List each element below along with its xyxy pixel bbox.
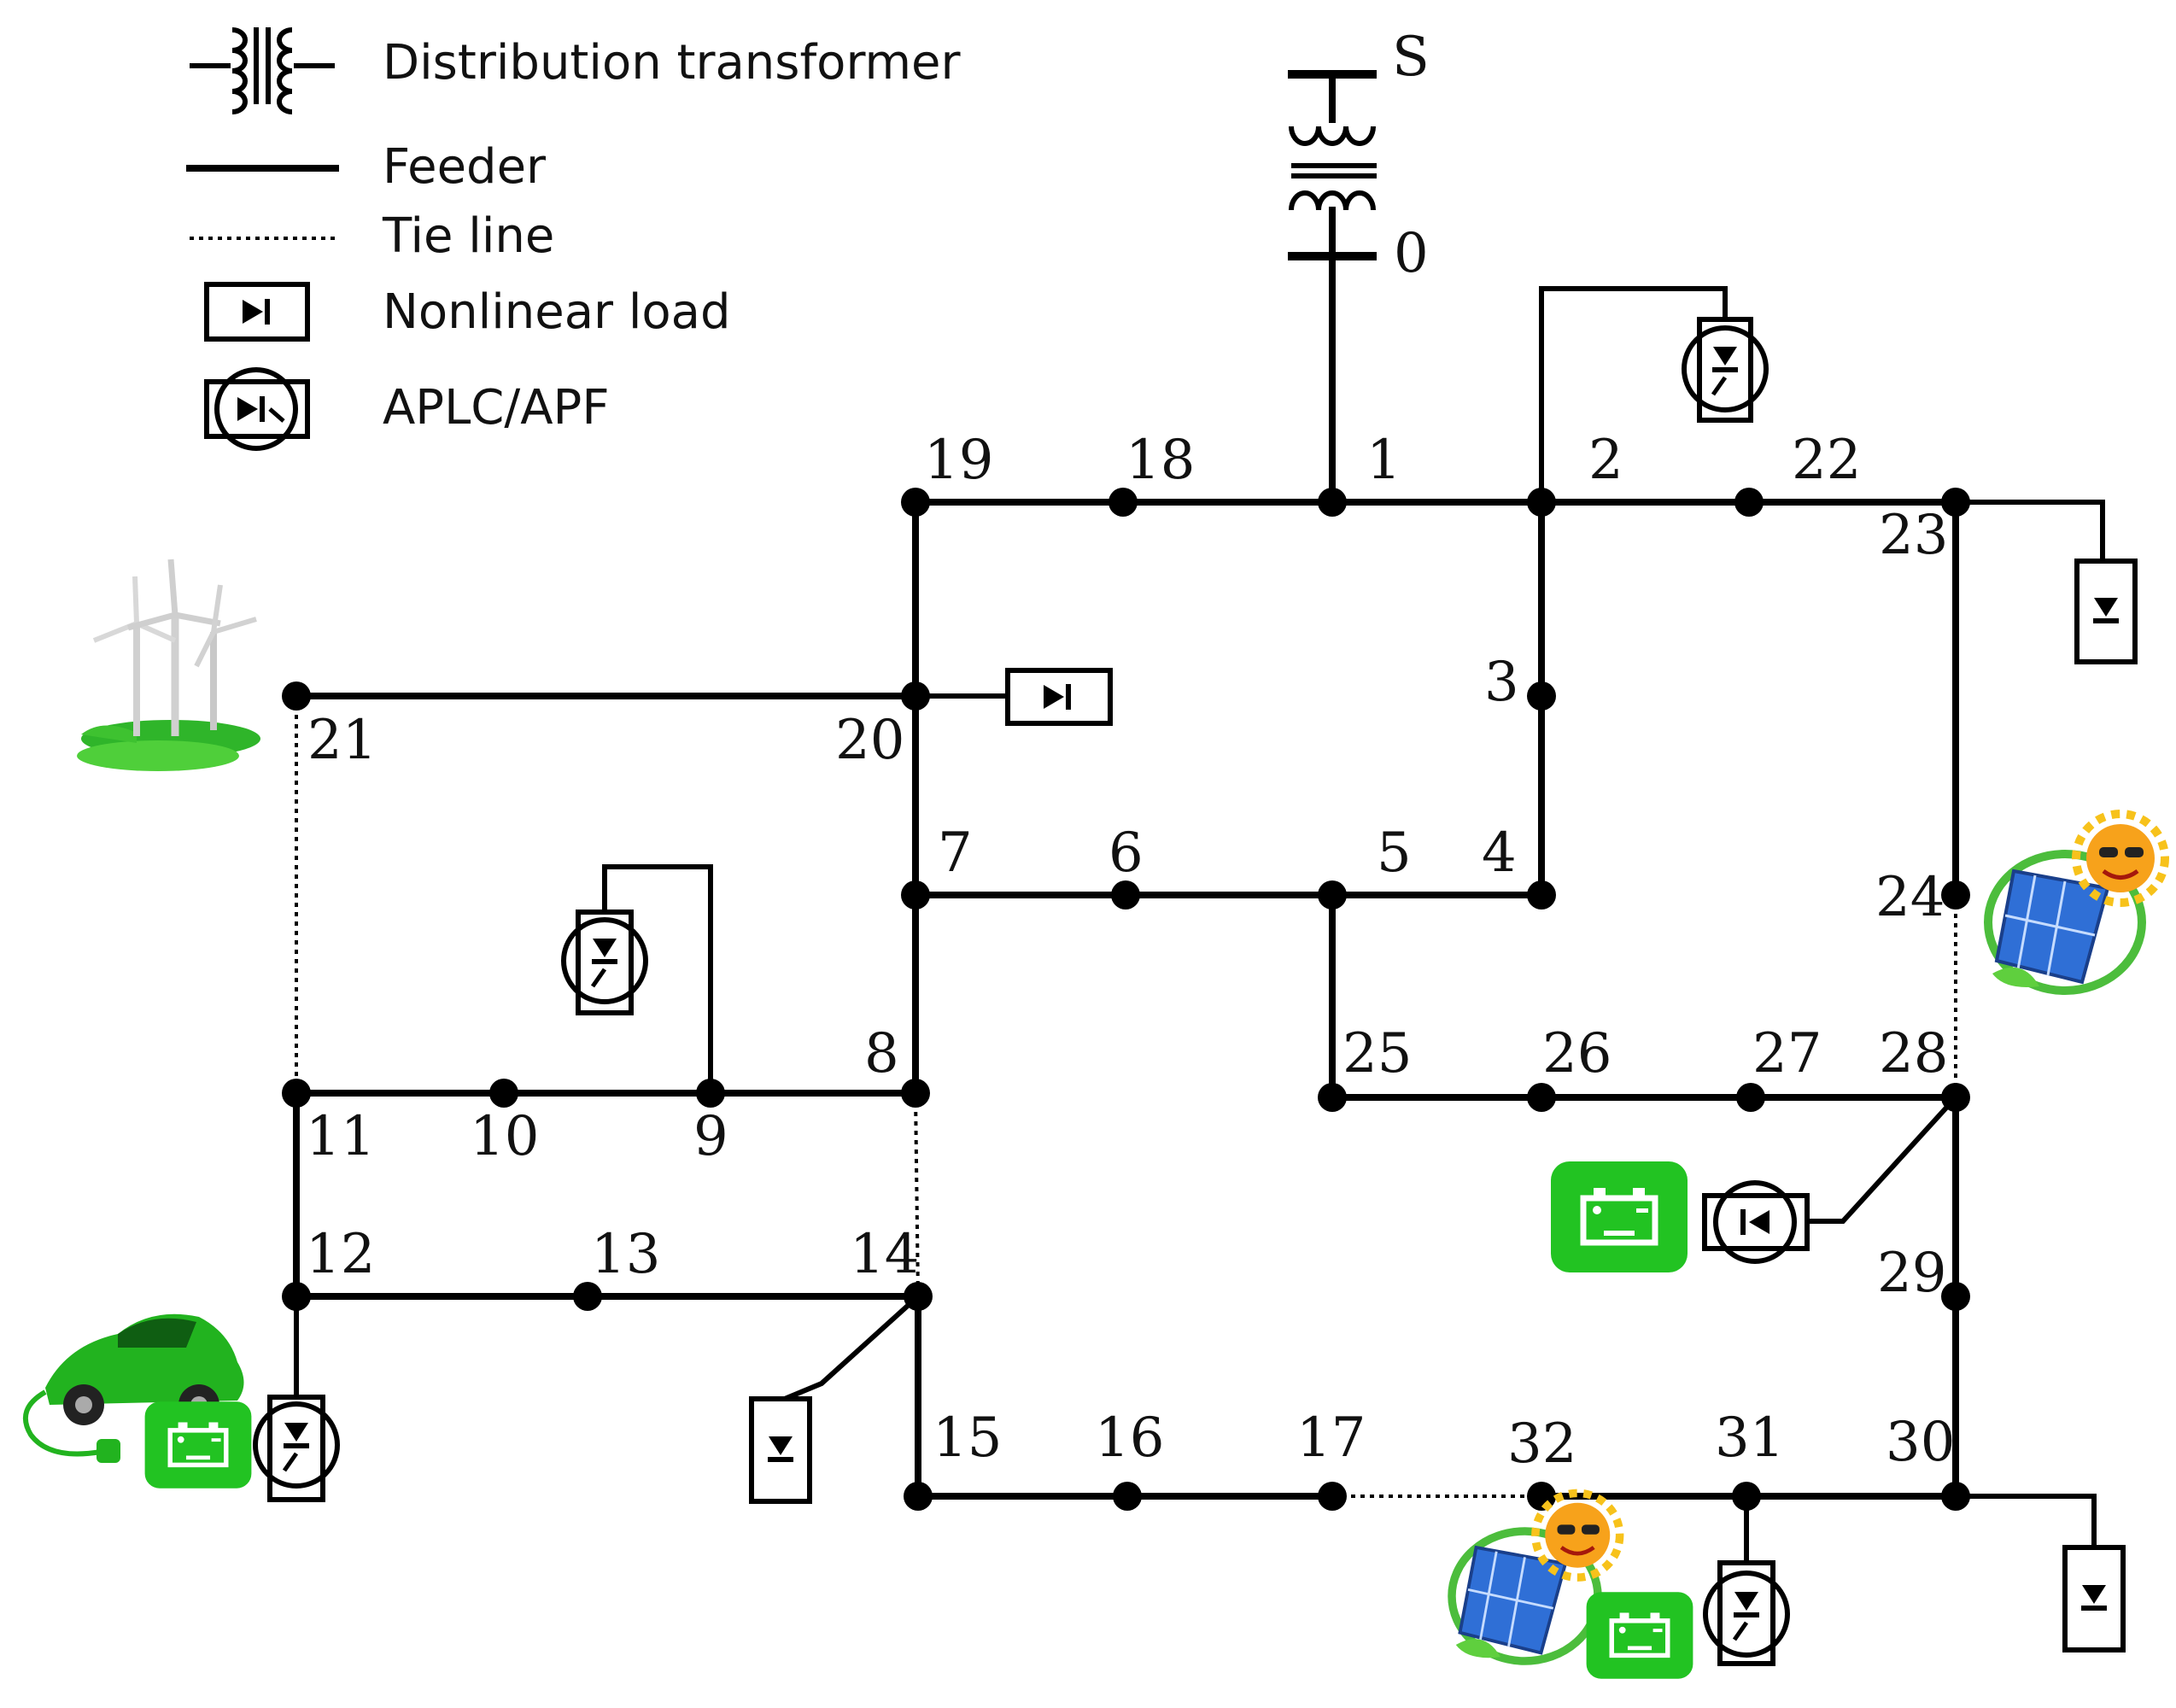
bus-12-label: 12 xyxy=(306,1223,375,1286)
bus-11-node xyxy=(282,1079,311,1108)
bus-7-label: 7 xyxy=(938,822,973,885)
bus-15-node xyxy=(904,1482,933,1511)
bus-14-node xyxy=(904,1282,933,1311)
bus-27-node xyxy=(1736,1083,1765,1112)
legend-transformer-label: Distribution transformer xyxy=(383,35,961,91)
bus-17-node xyxy=(1318,1482,1347,1511)
bus-5-label: 5 xyxy=(1377,822,1412,885)
nonlinear-load-bus-20 xyxy=(915,668,1113,726)
legend-feeder-label: Feeder xyxy=(383,139,547,195)
bus-6-label: 6 xyxy=(1108,822,1144,885)
bus-nodes xyxy=(282,488,1970,1511)
legend: Distribution transformer Feeder Tie line… xyxy=(186,27,961,451)
aplc-bus-28 xyxy=(1702,1095,1958,1264)
bus-15-label: 15 xyxy=(933,1407,1002,1470)
bus-10-node xyxy=(489,1079,518,1108)
bus-9-node xyxy=(696,1079,725,1108)
bus-16-label: 16 xyxy=(1095,1407,1164,1470)
bus-6-node xyxy=(1111,880,1140,910)
bus-22-node xyxy=(1734,488,1764,517)
bus-23-label: 23 xyxy=(1879,504,1948,567)
bus-26-node xyxy=(1527,1083,1556,1112)
bus-21-label: 21 xyxy=(307,709,377,772)
bus-28-node xyxy=(1941,1083,1970,1112)
nonlinear-load-bus-23 xyxy=(1956,500,2138,664)
bus-18-node xyxy=(1108,488,1138,517)
tie-lines xyxy=(295,696,1957,1498)
bus-24-label: 24 xyxy=(1875,866,1945,929)
apf-bus-31 xyxy=(1703,1496,1790,1666)
solar-panel-icon xyxy=(1988,814,2165,991)
bus-26-label: 26 xyxy=(1542,1022,1612,1085)
bus-8-node xyxy=(901,1079,930,1108)
bus-10-label: 10 xyxy=(470,1105,539,1168)
bus-11-label: 11 xyxy=(306,1105,375,1168)
bus-32-label: 32 xyxy=(1507,1413,1576,1476)
transformer-legend-icon xyxy=(190,27,335,114)
bus-12-node xyxy=(282,1282,311,1311)
battery-icon xyxy=(145,1401,252,1488)
bus-2-node xyxy=(1527,488,1556,517)
bus-21-node xyxy=(282,681,311,711)
bus-3-node xyxy=(1527,681,1556,711)
apf-bus-2 xyxy=(1539,286,1769,502)
bus-18-label: 18 xyxy=(1126,429,1195,492)
nonlinear-load-bus-30 xyxy=(1956,1494,2126,1652)
bus-labels: 1 2 3 4 5 6 7 8 9 10 11 12 13 14 15 16 1… xyxy=(306,429,1955,1476)
bus-14-label: 14 xyxy=(850,1223,919,1286)
bus-17-label: 17 xyxy=(1296,1407,1366,1470)
bus-13-node xyxy=(573,1282,602,1311)
bus-25-label: 25 xyxy=(1342,1022,1412,1085)
bus-29-label: 29 xyxy=(1877,1242,1946,1305)
bus-20-node xyxy=(901,681,930,711)
bus-7-node xyxy=(901,880,930,910)
bus-13-label: 13 xyxy=(591,1223,660,1286)
bus-28-label: 28 xyxy=(1879,1022,1948,1085)
bus-23-node xyxy=(1941,488,1970,517)
nonlinear-load-bus-14 xyxy=(749,1294,921,1504)
aplc-apf-legend-icon xyxy=(204,367,310,451)
wind-turbine-icon xyxy=(77,559,260,771)
bus-4-node xyxy=(1527,880,1556,910)
substation-transformer xyxy=(1288,70,1377,506)
legend-tie-line-label: Tie line xyxy=(382,208,554,264)
bus-25-node xyxy=(1318,1083,1347,1112)
bus-1-label: 1 xyxy=(1366,429,1401,492)
feeder-lines xyxy=(293,499,1959,1500)
bus-5-node xyxy=(1318,880,1347,910)
bus-8-label: 8 xyxy=(864,1022,899,1085)
bus-2-label: 2 xyxy=(1588,429,1623,492)
bus-29-node xyxy=(1941,1282,1970,1311)
apf-bus-12 xyxy=(253,1296,340,1502)
bus-3-label: 3 xyxy=(1484,651,1519,714)
bus-30-label: 30 xyxy=(1886,1411,1955,1474)
legend-aplc-apf-label: APLC/APF xyxy=(383,380,610,436)
battery-icon xyxy=(1587,1592,1693,1678)
apf-bus-9 xyxy=(561,864,713,1093)
bus-4-label: 4 xyxy=(1482,822,1517,885)
bus-31-label: 31 xyxy=(1715,1407,1784,1470)
bus-30-node xyxy=(1941,1482,1970,1511)
bus-19-label: 19 xyxy=(924,429,993,492)
bus-16-node xyxy=(1113,1482,1142,1511)
legend-nonlinear-load-label: Nonlinear load xyxy=(383,284,731,340)
bus-1-node xyxy=(1318,488,1347,517)
bus-19-node xyxy=(901,488,930,517)
bus-9-label: 9 xyxy=(693,1105,728,1168)
bus-31-node xyxy=(1732,1482,1761,1511)
bus-27-label: 27 xyxy=(1752,1022,1822,1085)
bus-24-node xyxy=(1941,880,1970,910)
bus-0-label: 0 xyxy=(1394,222,1429,285)
nonlinear-load-legend-icon xyxy=(204,282,310,342)
battery-icon xyxy=(1551,1161,1688,1272)
source-s-label: S xyxy=(1392,26,1430,89)
bus-20-label: 20 xyxy=(835,709,904,772)
bus-22-label: 22 xyxy=(1792,429,1861,492)
